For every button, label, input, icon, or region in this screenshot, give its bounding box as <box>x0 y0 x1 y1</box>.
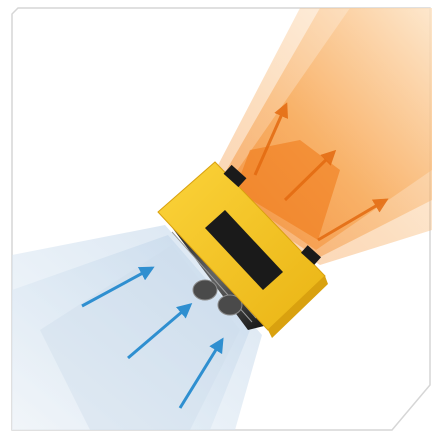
air-flow-diagram <box>0 0 444 437</box>
diagram-canvas <box>0 0 444 437</box>
